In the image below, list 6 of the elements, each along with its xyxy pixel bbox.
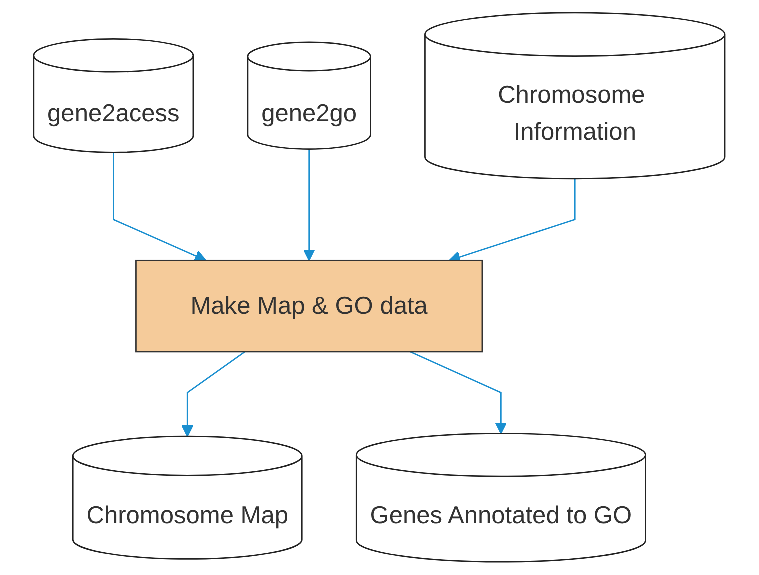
arrow xyxy=(303,149,316,262)
flowchart: gene2acess gene2go Chromosome Information Make Map & GO data Chromosome Map Genes Annotated to GO xyxy=(23,2,736,573)
arrow xyxy=(182,351,246,438)
arrow xyxy=(410,351,508,434)
arrow xyxy=(113,152,207,262)
node-box xyxy=(136,260,484,353)
